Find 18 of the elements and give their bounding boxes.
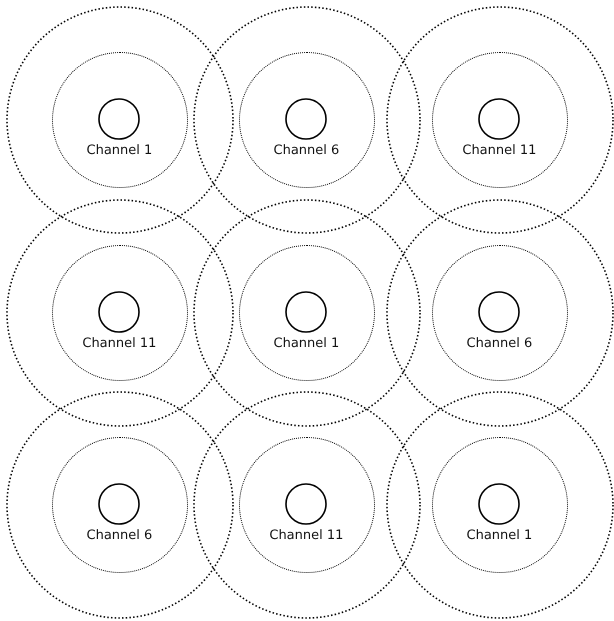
channel-label: Channel 6 bbox=[466, 336, 532, 351]
channel-label: Channel 1 bbox=[274, 336, 340, 351]
channel-label: Channel 6 bbox=[86, 528, 152, 543]
cell-area-circle bbox=[52, 245, 188, 381]
cell-area-circle bbox=[52, 437, 188, 573]
cell-area-circle bbox=[432, 437, 568, 573]
channel-label: Channel 6 bbox=[274, 143, 340, 158]
cell-area-circle bbox=[239, 52, 375, 188]
channel-label: Channel 11 bbox=[269, 528, 344, 543]
cell-area-circle bbox=[432, 245, 568, 381]
channel-label: Channel 11 bbox=[82, 336, 156, 351]
channel-label: Channel 11 bbox=[462, 143, 536, 158]
channel-label: Channel 1 bbox=[466, 528, 532, 543]
cell-area-circle bbox=[52, 52, 188, 188]
cell-area-circle bbox=[239, 437, 375, 573]
cell-area-circle bbox=[239, 245, 375, 381]
cell-area-circle bbox=[432, 52, 568, 188]
channel-label: Channel 1 bbox=[86, 143, 152, 158]
